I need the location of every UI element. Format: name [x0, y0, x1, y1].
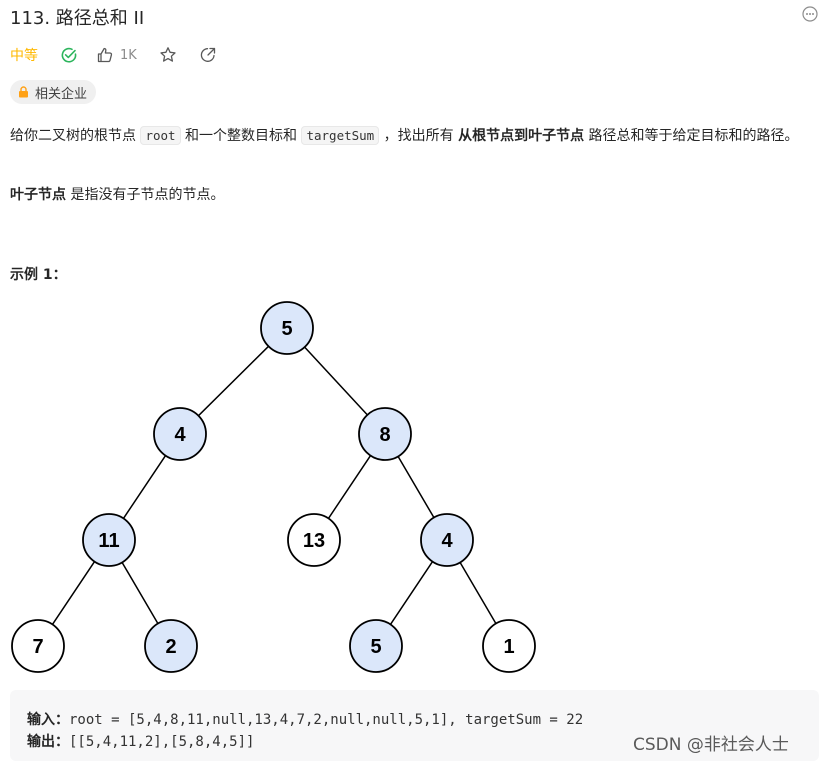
csdn-watermark: CSDN @非社会人士 [633, 735, 789, 755]
tree-node-circle [287, 513, 341, 567]
tree-node-circle [358, 407, 412, 461]
tree-node-label: 5 [370, 636, 381, 658]
tree-node-circle [260, 301, 314, 355]
tree-node-circle [11, 619, 65, 673]
problem-description: 给你二叉树的根节点 root 和一个整数目标和 targetSum ，找出所有 … [10, 124, 810, 148]
tree-node-label: 4 [174, 424, 186, 446]
tree-edge [121, 562, 159, 624]
tree-node: 8 [358, 407, 412, 461]
tree-node: 5 [349, 619, 403, 673]
tree-edge [51, 561, 96, 625]
star-icon [160, 47, 176, 62]
tree-node-label: 4 [441, 530, 453, 552]
tree-edge [122, 455, 167, 519]
share-button[interactable] [199, 46, 217, 64]
tree-nodes: 5 4 8 11 13 4 7 2 5 1 [11, 301, 536, 673]
desc-text: 是指没有子节点的节点。 [66, 187, 225, 203]
problem-title: 113. 路径总和 II [10, 8, 145, 29]
tree-edge [304, 346, 368, 416]
tree-edge [397, 456, 435, 518]
related-companies-tag[interactable]: 相关企业 [10, 80, 97, 104]
tree-node-circle [82, 513, 136, 567]
tree-node: 1 [482, 619, 536, 673]
share-icon [200, 47, 215, 62]
input-label: 输入： [27, 712, 69, 728]
code-root: root [140, 126, 181, 145]
desc-text: ，找出所有 [379, 128, 459, 144]
code-target-sum: targetSum [301, 126, 380, 145]
tree-node-label: 2 [165, 636, 176, 658]
tree-node-label: 1 [503, 636, 514, 658]
tree-node: 5 [260, 301, 314, 355]
tree-node: 13 [287, 513, 341, 567]
example-io-box: 输入：root = [5,4,8,11,null,13,4,7,2,null,n… [10, 690, 819, 761]
leaf-definition: 叶子节点 是指没有子节点的节点。 [10, 184, 224, 204]
check-circle-icon [61, 47, 77, 63]
tree-node-circle [153, 407, 207, 461]
problem-meta-row: 中等 1K [10, 44, 217, 66]
tree-node-label: 13 [303, 530, 325, 552]
tree-node: 4 [153, 407, 207, 461]
output-value: [[5,4,11,2],[5,8,4,5]] [69, 734, 255, 750]
tree-edge [327, 455, 372, 519]
tree-node-label: 7 [32, 636, 43, 658]
tree-node-label: 8 [379, 424, 390, 446]
example-output-line: 输出：[[5,4,11,2],[5,8,4,5]] [27, 731, 254, 751]
tag-label: 相关企业 [35, 86, 88, 102]
tree-node-circle [420, 513, 474, 567]
tree-node-circle [482, 619, 536, 673]
tree-edges [51, 345, 497, 625]
solved-status [60, 46, 78, 64]
tree-edge [459, 562, 497, 624]
like-button[interactable]: 1K [96, 46, 137, 64]
desc-bold-text: 叶子节点 [10, 187, 66, 203]
binary-tree-diagram: 5 4 8 11 13 4 7 2 5 1 [11, 301, 536, 673]
tree-node-circle [349, 619, 403, 673]
lock-icon [19, 86, 28, 98]
tree-node: 4 [420, 513, 474, 567]
difficulty-badge: 中等 [10, 48, 38, 64]
tree-node-label: 5 [281, 318, 292, 340]
desc-bold-text: 从根节点到叶子节点 [458, 128, 585, 144]
tree-node: 11 [82, 513, 136, 567]
desc-text: 和一个整数目标和 [180, 128, 302, 144]
more-icon [802, 6, 818, 22]
desc-text: 给你二叉树的根节点 [10, 128, 141, 144]
example-input-line: 输入：root = [5,4,8,11,null,13,4,7,2,null,n… [27, 709, 583, 729]
example-title: 示例 1： [10, 267, 67, 283]
desc-text: 路径总和等于给定目标和的路径。 [584, 128, 799, 144]
tree-edge [197, 345, 270, 417]
thumbs-up-icon [97, 47, 113, 63]
tree-node-circle [144, 619, 198, 673]
input-value: root = [5,4,8,11,null,13,4,7,2,null,null… [69, 712, 584, 728]
output-label: 输出： [27, 734, 69, 750]
tree-node-label: 11 [98, 530, 119, 552]
favorite-button[interactable] [159, 46, 177, 64]
tree-node: 7 [11, 619, 65, 673]
like-count: 1K [120, 47, 137, 63]
tree-node: 2 [144, 619, 198, 673]
tree-edge [389, 561, 434, 625]
more-button[interactable] [802, 6, 818, 22]
